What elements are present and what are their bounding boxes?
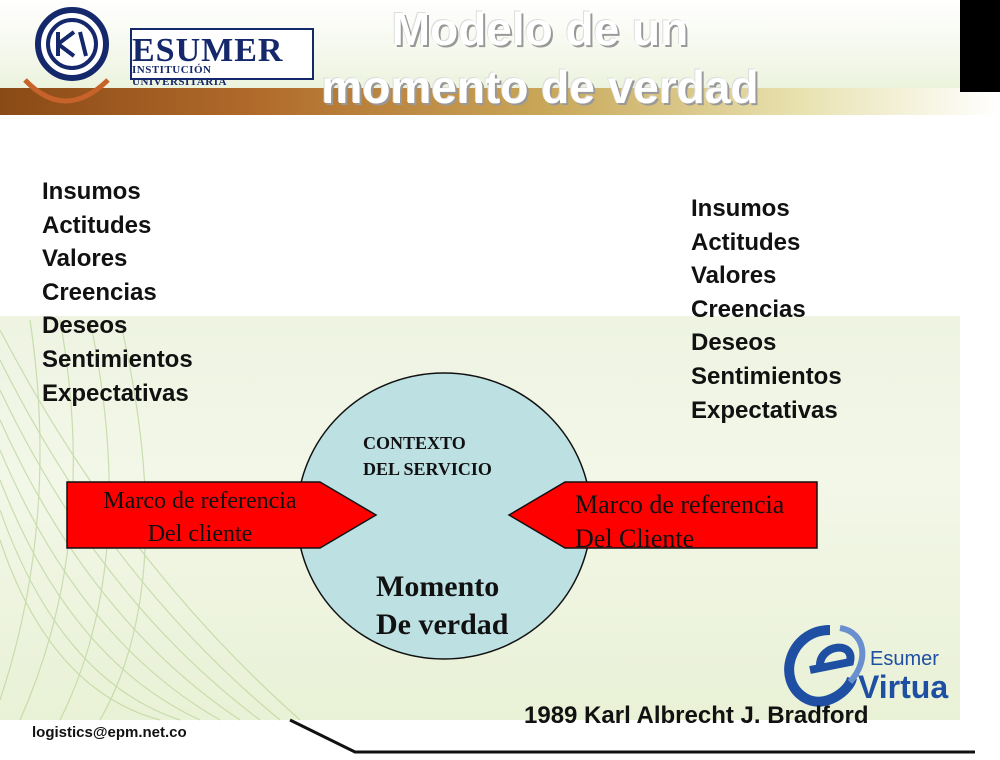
list-item: Valores <box>42 245 128 273</box>
right-arrow-line1: Marco de referencia <box>575 490 785 519</box>
moment-line1: Momento <box>376 570 500 603</box>
esumer-logo-subtitle: INSTITUCIÓN UNIVERSITARIA <box>132 64 227 88</box>
header-brown-band <box>0 88 1000 115</box>
list-item: Creencias <box>42 278 157 306</box>
esumer-logo-box <box>130 28 314 80</box>
esumer-logo-name: ESUMER <box>132 32 284 69</box>
esumer-virtual-logo-icon: Esumer Virtual <box>784 625 950 707</box>
service-context-line2: DEL SERVICIO <box>363 459 492 479</box>
list-item: Deseos <box>42 312 128 340</box>
moment-line2: De verdad <box>376 608 509 641</box>
list-item: Insumos <box>42 178 141 205</box>
list-item: Expectativas <box>691 396 838 424</box>
contact-email: logistics@epm.net.co <box>32 724 187 741</box>
left-arrow-line1: Marco de referencia <box>103 488 297 514</box>
service-context-line1: CONTEXTO <box>363 433 466 453</box>
list-item: Actitudes <box>42 211 152 239</box>
header-orange-arc <box>23 78 110 104</box>
right-arrow-line2: Del Cliente <box>575 524 695 553</box>
list-item: Insumos <box>691 195 790 222</box>
right-attributes-list: Insumos Actitudes Valores Creencias Dese… <box>691 192 842 427</box>
list-item: Expectativas <box>42 379 189 407</box>
right-arrow-label: Marco de referencia Del Cliente <box>575 488 815 556</box>
virtual-logo-bottom: Virtual <box>858 669 950 705</box>
header-black-block <box>960 0 1000 92</box>
service-context-label: CONTEXTO DEL SERVICIO <box>363 430 492 482</box>
list-item: Deseos <box>691 329 777 357</box>
slide-title-line2: momento de verdad <box>321 61 759 113</box>
left-arrow-line2: Del cliente <box>147 521 253 547</box>
slide-header: ESUMER INSTITUCIÓN UNIVERSITARIA Modelo … <box>0 0 1000 115</box>
client-frame-left-arrow <box>66 481 378 549</box>
author-credit: 1989 Karl Albrecht J. Bradford <box>524 702 869 729</box>
esumer-logo: ESUMER INSTITUCIÓN UNIVERSITARIA <box>22 6 314 88</box>
slide-title: Modelo de un momento de verdad <box>260 0 820 115</box>
list-item: Sentimientos <box>691 362 842 390</box>
left-arrow-label: Marco de referencia Del cliente <box>80 485 320 551</box>
list-item: Sentimientos <box>42 345 193 373</box>
client-frame-right-arrow <box>507 481 818 549</box>
moment-of-truth-label: Momento De verdad <box>376 568 508 644</box>
list-item: Valores <box>691 262 777 290</box>
list-item: Actitudes <box>691 228 801 256</box>
esumer-emblem-icon <box>35 7 109 81</box>
slide-title-line1: Modelo de un <box>391 3 689 55</box>
virtual-logo-top: Esumer <box>870 648 939 670</box>
list-item: Creencias <box>691 295 806 323</box>
left-attributes-list: Insumos Actitudes Valores Creencias Dese… <box>42 175 193 410</box>
